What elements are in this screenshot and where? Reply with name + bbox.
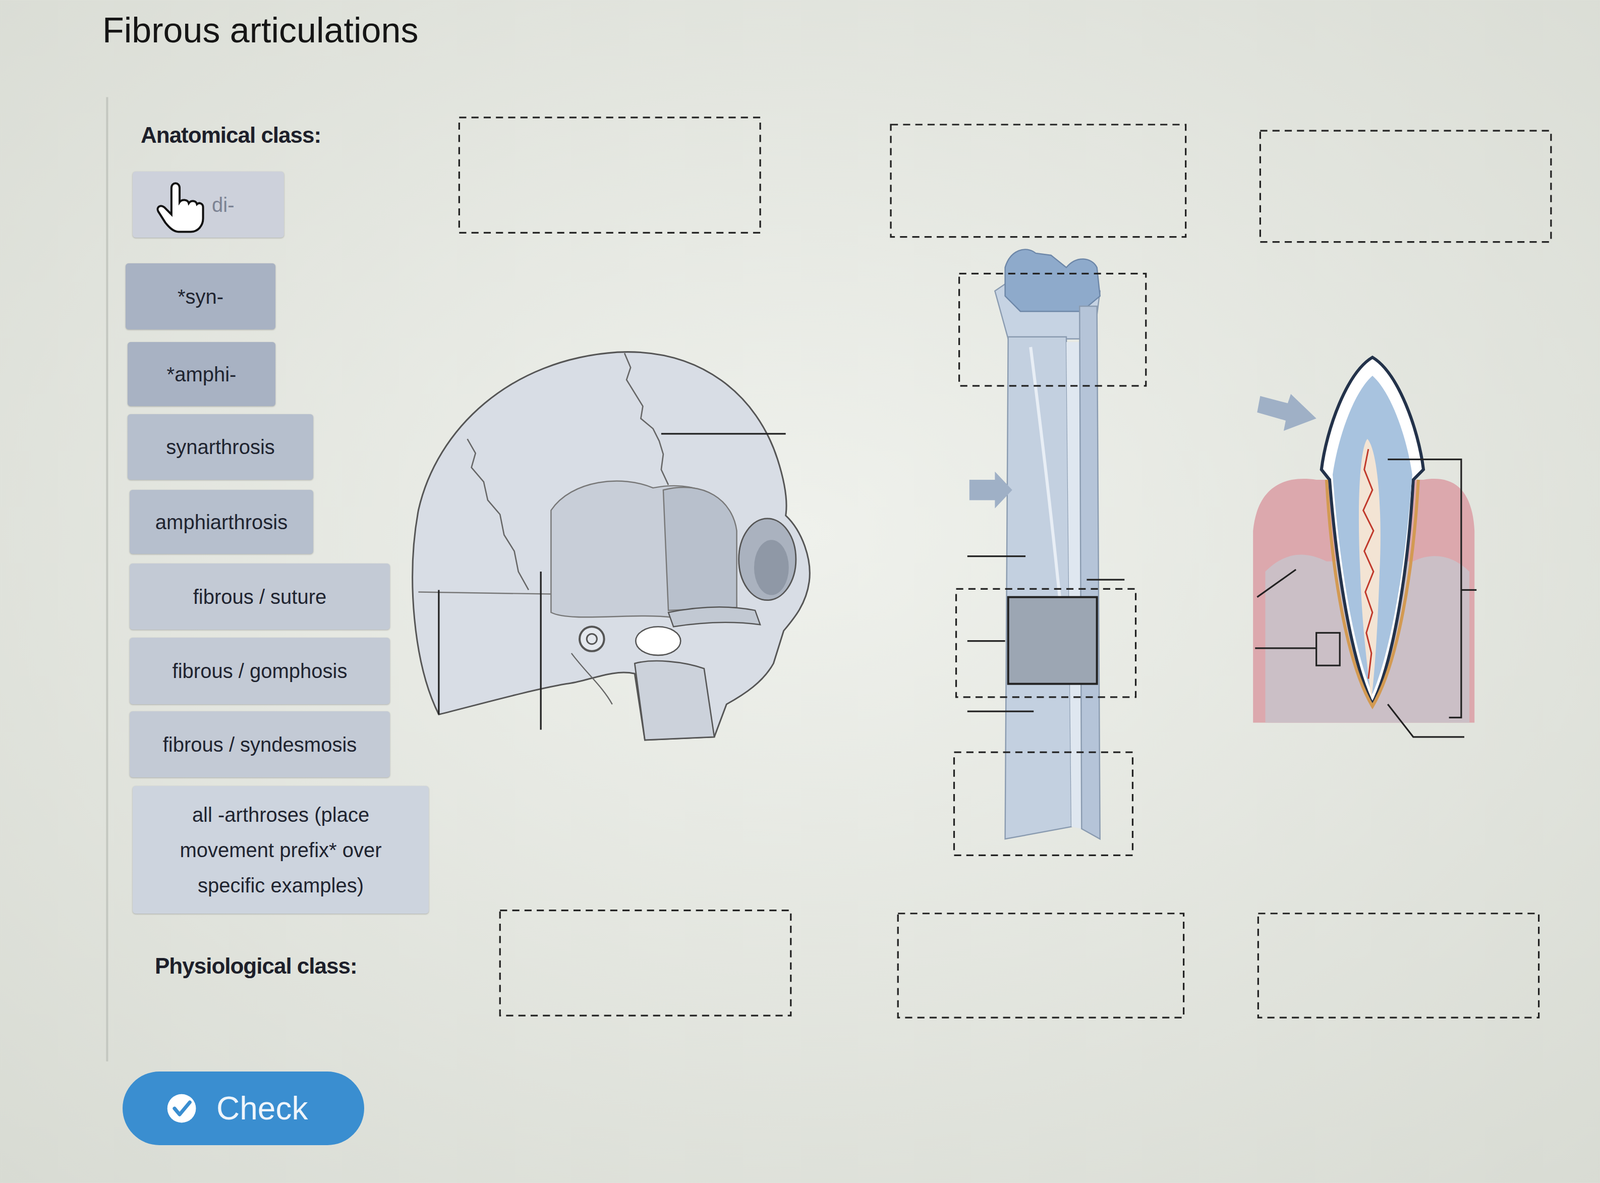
drop-zones <box>953 273 1146 855</box>
hand-cursor <box>157 183 203 232</box>
leader-line <box>437 589 440 715</box>
drop-zone <box>953 752 1133 855</box>
drag-tile: fibrous / syndesmosis <box>129 711 390 778</box>
coronal-suture <box>624 353 669 485</box>
tile-label: *amphi- <box>166 362 237 387</box>
leader-lines <box>1254 459 1477 737</box>
leader-line <box>1387 704 1465 737</box>
pulp-vessels <box>1363 448 1374 679</box>
femur-end <box>1005 249 1101 312</box>
zygomatic-arch <box>668 606 761 627</box>
drag-tile: synarthrosis <box>127 414 314 480</box>
drag-tile: *amphi- <box>127 341 276 407</box>
drop-zone <box>499 910 791 1016</box>
lambdoid-suture <box>467 438 529 590</box>
tibia-shaft <box>1005 336 1072 839</box>
page-title: Fibrous articulations <box>102 10 419 51</box>
leader-line <box>1256 569 1296 598</box>
tooth-illustration <box>1252 357 1477 737</box>
orbit-depth <box>754 539 789 595</box>
mandibular-notch <box>635 626 681 656</box>
ear-canal <box>579 626 605 652</box>
enamel <box>1321 357 1424 705</box>
bracket-line <box>1387 459 1462 718</box>
temporal-bone <box>550 481 737 618</box>
drag-tile: *syn- <box>125 263 276 330</box>
leader-lines <box>967 556 1125 712</box>
tile-label: synarthrosis <box>165 434 275 460</box>
leader-line <box>540 571 542 730</box>
drag-tile: fibrous / gomphosis <box>129 637 390 705</box>
mastoid-edge <box>571 653 613 705</box>
pointer-arrow <box>1256 393 1317 431</box>
check-icon <box>167 1094 197 1123</box>
pointer-arrow <box>969 471 1013 509</box>
pulp <box>1358 438 1381 700</box>
drop-zones <box>459 117 1552 1018</box>
drop-zone <box>459 117 761 234</box>
drop-zone <box>890 124 1186 238</box>
tile-label: fibrous / gomphosis <box>172 658 348 683</box>
leader-line <box>1461 589 1477 591</box>
tile-label: all -arthroses (place movement prefix* o… <box>157 796 404 903</box>
tile-label: *syn- <box>177 284 224 309</box>
orbit <box>738 518 796 601</box>
leader-line <box>661 432 786 435</box>
drag-tile: di- <box>132 171 284 238</box>
highlight-square <box>1316 632 1341 666</box>
leader-line <box>1086 579 1125 581</box>
mandible-ramus <box>634 660 715 740</box>
tile-label: fibrous / suture <box>193 584 327 609</box>
tile-label: fibrous / syndesmosis <box>162 732 358 757</box>
section-label: Physiological class: <box>154 953 358 979</box>
bone-ridge <box>1030 347 1062 613</box>
drop-zone <box>1260 130 1552 243</box>
cranium <box>412 352 810 740</box>
panel-edge <box>105 96 108 1062</box>
check-mark <box>174 1102 190 1115</box>
drop-zone <box>956 588 1136 697</box>
tile-label: amphiarthrosis <box>155 509 288 535</box>
drop-zone <box>1258 913 1539 1018</box>
leader-line <box>967 640 1006 642</box>
drag-tile: amphiarthrosis <box>129 489 314 554</box>
check-button: Check <box>122 1071 365 1146</box>
drop-zone <box>897 913 1184 1018</box>
leader-line <box>1254 647 1317 649</box>
tile-label: di- <box>211 192 235 217</box>
sphenoid-wing <box>663 487 737 611</box>
ear-canal-inner <box>586 633 597 644</box>
leg-bones-illustration <box>953 249 1146 855</box>
leader-lines <box>438 433 786 730</box>
drag-tile: fibrous / suture <box>129 563 390 630</box>
skull-illustration <box>412 352 810 740</box>
drop-zone <box>959 273 1147 386</box>
interosseous-membrane <box>1066 341 1082 829</box>
button-label: Check <box>216 1089 308 1128</box>
section-label: Anatomical class: <box>140 122 321 148</box>
leader-line <box>967 710 1034 713</box>
highlight-square <box>1008 597 1098 684</box>
instruction-tile: all -arthroses (place movement prefix* o… <box>132 785 429 914</box>
leader-line <box>967 555 1026 557</box>
